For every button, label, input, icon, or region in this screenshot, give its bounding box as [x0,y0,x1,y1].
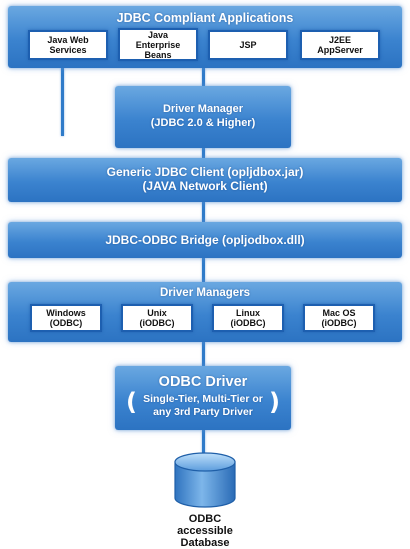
layer-generic-jdbc-client: Generic JDBC Client (opljdbox.jar) (JAVA… [8,158,402,202]
tile-j2ee-appserver: J2EE AppServer [300,30,380,60]
tile-label: Windows (ODBC) [46,308,86,328]
tile-label: Unix (iODBC) [139,308,175,328]
layer-jdbc-compliant-applications: JDBC Compliant Applications Java Web Ser… [8,6,402,68]
tile-label: Linux (iODBC) [230,308,266,328]
tile-label: Java Enterprise Beans [135,29,181,60]
tile-label: J2EE AppServer [317,35,363,55]
layer-jdbc-odbc-bridge: JDBC-ODBC Bridge (opljodbox.dll) [8,222,402,258]
tile-jsp: JSP [208,30,288,60]
database-label: ODBC accessible Database [177,513,233,549]
paren-left: ( [126,388,137,416]
tile-java-web-services: Java Web Services [28,30,108,60]
connector-driver-manager-to-client [202,148,205,158]
odbc-driver-subtitle: Single-Tier, Multi-Tier or any 3rd Party… [143,393,263,418]
tile-windows-odbc: Windows (ODBC) [30,304,102,332]
connector-driver-managers-to-odbc [202,342,205,366]
layer-driver-manager: Driver Manager (JDBC 2.0 & Higher) [115,86,291,148]
driver-manager-title: Driver Manager [162,103,244,115]
connector-apps-to-driver-manager [202,68,205,86]
connector-client-to-bridge [202,202,205,222]
layer-driver-managers: Driver Managers Windows (ODBC) Unix (iOD… [8,282,402,342]
driver-managers-title: Driver Managers [159,287,251,299]
odbc-driver-title: ODBC Driver [158,374,248,390]
layer-odbc-driver: ODBC Driver Single-Tier, Multi-Tier or a… [115,366,291,430]
bridge-title: JDBC-ODBC Bridge (opljodbox.dll) [105,233,305,247]
tile-unix-iodbc: Unix (iODBC) [121,304,193,332]
tile-linux-iodbc: Linux (iODBC) [212,304,284,332]
tile-label: Mac OS (iODBC) [321,308,357,328]
generic-client-subtitle: (JAVA Network Client) [142,179,268,193]
connector-odbc-to-database [202,430,205,454]
database-icon [174,452,236,508]
tile-java-enterprise-beans: Java Enterprise Beans [118,28,198,61]
connector-bridge-to-driver-managers [202,258,205,282]
tile-label: Java Web Services [47,35,89,55]
tile-macos-iodbc: Mac OS (iODBC) [303,304,375,332]
paren-right: ) [269,388,280,416]
tile-label: JSP [239,40,257,50]
connector-apps-to-client [61,68,64,136]
driver-manager-subtitle: (JDBC 2.0 & Higher) [150,117,256,129]
layer-title: JDBC Compliant Applications [116,11,294,25]
generic-client-title: Generic JDBC Client (opljdbox.jar) [106,165,304,179]
